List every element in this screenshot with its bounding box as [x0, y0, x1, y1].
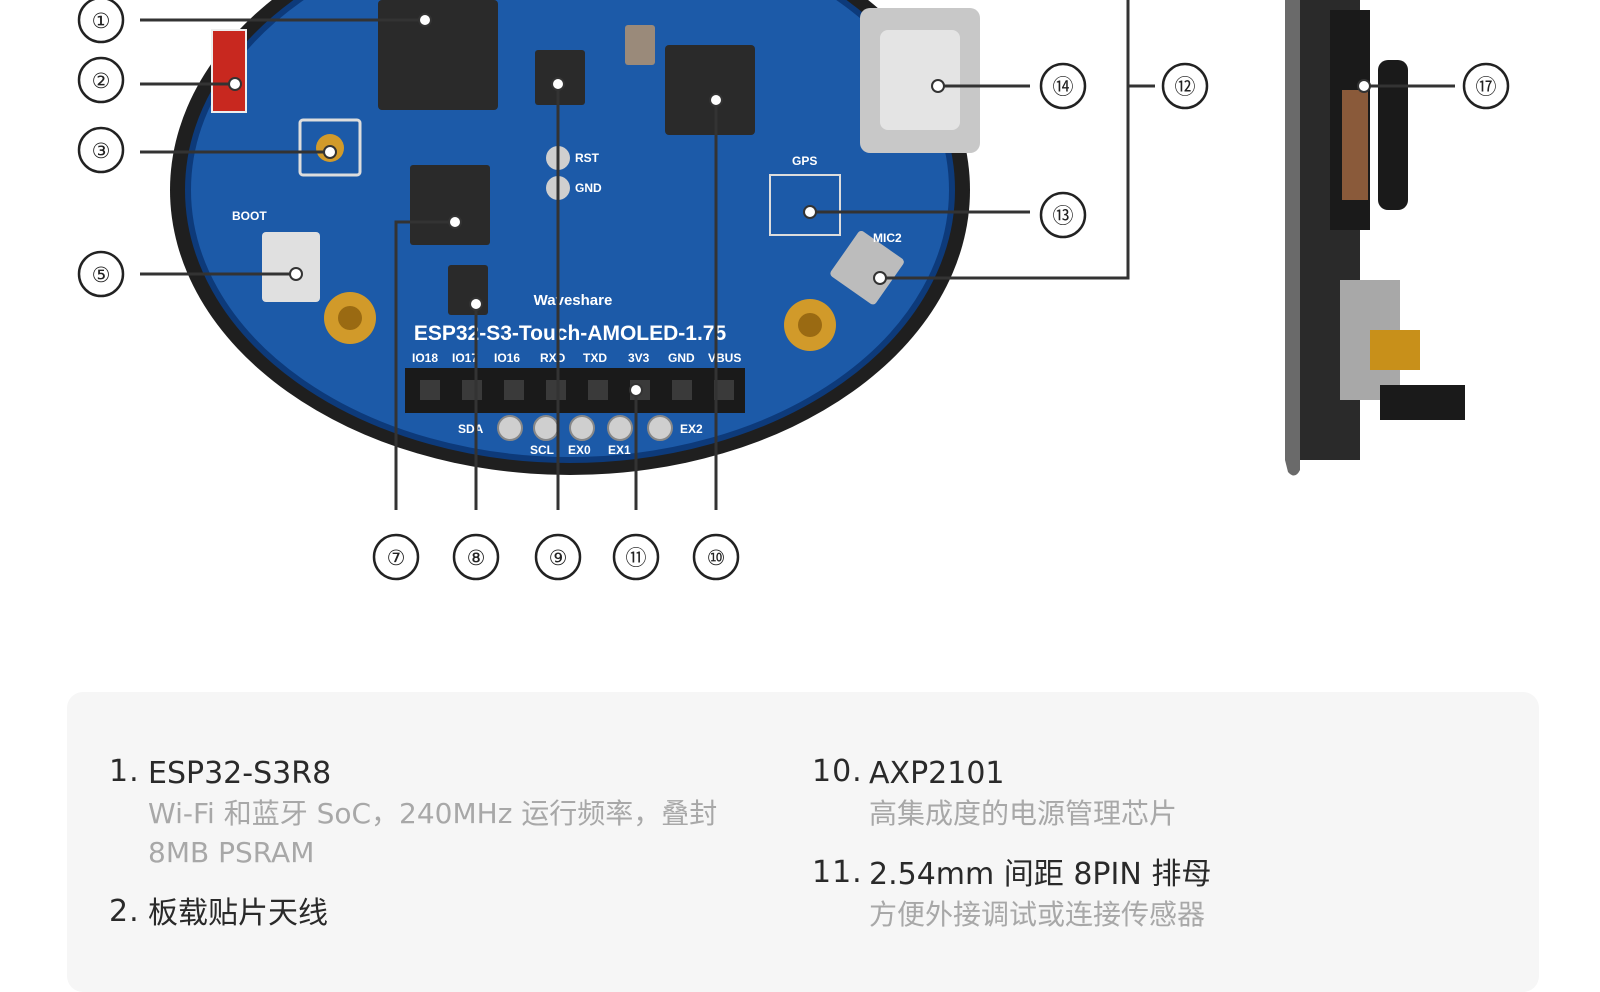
item-title: 板载贴片天线	[148, 896, 328, 931]
silk-boot: BOOT	[232, 209, 267, 223]
svg-text:⑰: ⑰	[1476, 75, 1497, 99]
pin-label: GND	[668, 351, 695, 365]
silk-rst: RST	[575, 151, 600, 165]
pin-label: TXD	[583, 351, 607, 365]
svg-text:⑬: ⑬	[1053, 204, 1074, 228]
item-title: ESP32-S3R8	[148, 756, 332, 791]
svg-text:⑭: ⑭	[1053, 75, 1074, 99]
callout-1: ①	[77, 0, 125, 44]
callout-5: ⑤	[77, 250, 125, 298]
callout-7: ⑦	[372, 533, 420, 581]
pin-label: IO16	[494, 351, 520, 365]
pin-label: RXD	[540, 351, 566, 365]
board-model-label: ESP32-S3-Touch-AMOLED-1.75	[414, 322, 727, 345]
callout-12: ⑫	[1161, 62, 1209, 110]
item-description: Wi-Fi 和蓝牙 SoC，240MHz 运行频率，叠封 8MB PSRAM	[148, 797, 718, 869]
list-item: 11. 2.54mm 间距 8PIN 排母 方便外接调试或连接传感器	[812, 855, 1472, 934]
pad-label: EX0	[568, 443, 591, 457]
item-description: 高集成度的电源管理芯片	[869, 797, 1178, 830]
pad-label: SDA	[458, 422, 484, 436]
pin-label: 3V3	[628, 351, 650, 365]
component-list-panel: 1. ESP32-S3R8 Wi-Fi 和蓝牙 SoC，240MHz 运行频率，…	[67, 692, 1539, 992]
item-number: 1.	[109, 754, 140, 789]
board-photo-side	[1285, 0, 1465, 476]
item-number: 11.	[812, 855, 863, 890]
item-number: 2.	[109, 894, 140, 929]
pad-label: EX2	[680, 422, 703, 436]
pad-label: SCL	[530, 443, 554, 457]
component-list-right: 10. AXP2101 高集成度的电源管理芯片 11. 2.54mm 间距 8P…	[812, 754, 1472, 956]
callout-9: ⑨	[534, 533, 582, 581]
silk-gnd: GND	[575, 181, 602, 195]
pad-label: EX1	[608, 443, 631, 457]
callout-10: ⑩	[692, 533, 740, 581]
board-diagram: ESP32-S3-Touch-AMOLED-1.75 Waveshare BOO…	[77, 0, 1510, 581]
svg-text:⑦: ⑦	[387, 546, 406, 570]
silk-mic2: MIC2	[873, 231, 902, 245]
svg-text:⑤: ⑤	[92, 263, 111, 287]
item-title: 2.54mm 间距 8PIN 排母	[869, 857, 1212, 892]
callout-8: ⑧	[452, 533, 500, 581]
svg-text:③: ③	[92, 139, 111, 163]
item-description: 方便外接调试或连接传感器	[869, 898, 1206, 931]
list-item: 2. 板载贴片天线	[109, 894, 769, 934]
item-number: 10.	[812, 754, 863, 789]
pin-label: VBUS	[708, 351, 741, 365]
svg-text:⑧: ⑧	[467, 546, 486, 570]
svg-text:⑫: ⑫	[1175, 75, 1196, 99]
board-brand-label: Waveshare	[534, 292, 613, 309]
component-list-left: 1. ESP32-S3R8 Wi-Fi 和蓝牙 SoC，240MHz 运行频率，…	[109, 754, 769, 956]
callout-17: ⑰	[1462, 62, 1510, 110]
board-photo-front: ESP32-S3-Touch-AMOLED-1.75 Waveshare BOO…	[170, 0, 980, 475]
list-item: 10. AXP2101 高集成度的电源管理芯片	[812, 754, 1472, 833]
pin-label: IO17	[452, 351, 478, 365]
svg-text:⑨: ⑨	[549, 546, 568, 570]
silk-gps: GPS	[792, 154, 817, 168]
item-title: AXP2101	[869, 756, 1005, 791]
callouts: ① ② ③ ⑤ ⑦ ⑧ ⑨ ⑪ ⑩ ⑭ ⑫ ⑬ ⑰	[77, 0, 1510, 581]
callout-3: ③	[77, 126, 125, 174]
svg-text:②: ②	[92, 69, 111, 93]
callout-13: ⑬	[1039, 191, 1087, 239]
leader-lines	[140, 0, 1455, 510]
leader-dots	[228, 13, 1371, 397]
svg-text:⑪: ⑪	[626, 546, 647, 570]
svg-text:①: ①	[92, 9, 111, 33]
callout-2: ②	[77, 56, 125, 104]
pin-label: IO18	[412, 351, 438, 365]
callout-14: ⑭	[1039, 62, 1087, 110]
list-item: 1. ESP32-S3R8 Wi-Fi 和蓝牙 SoC，240MHz 运行频率，…	[109, 754, 769, 872]
svg-text:⑩: ⑩	[707, 546, 726, 570]
callout-11: ⑪	[612, 533, 660, 581]
